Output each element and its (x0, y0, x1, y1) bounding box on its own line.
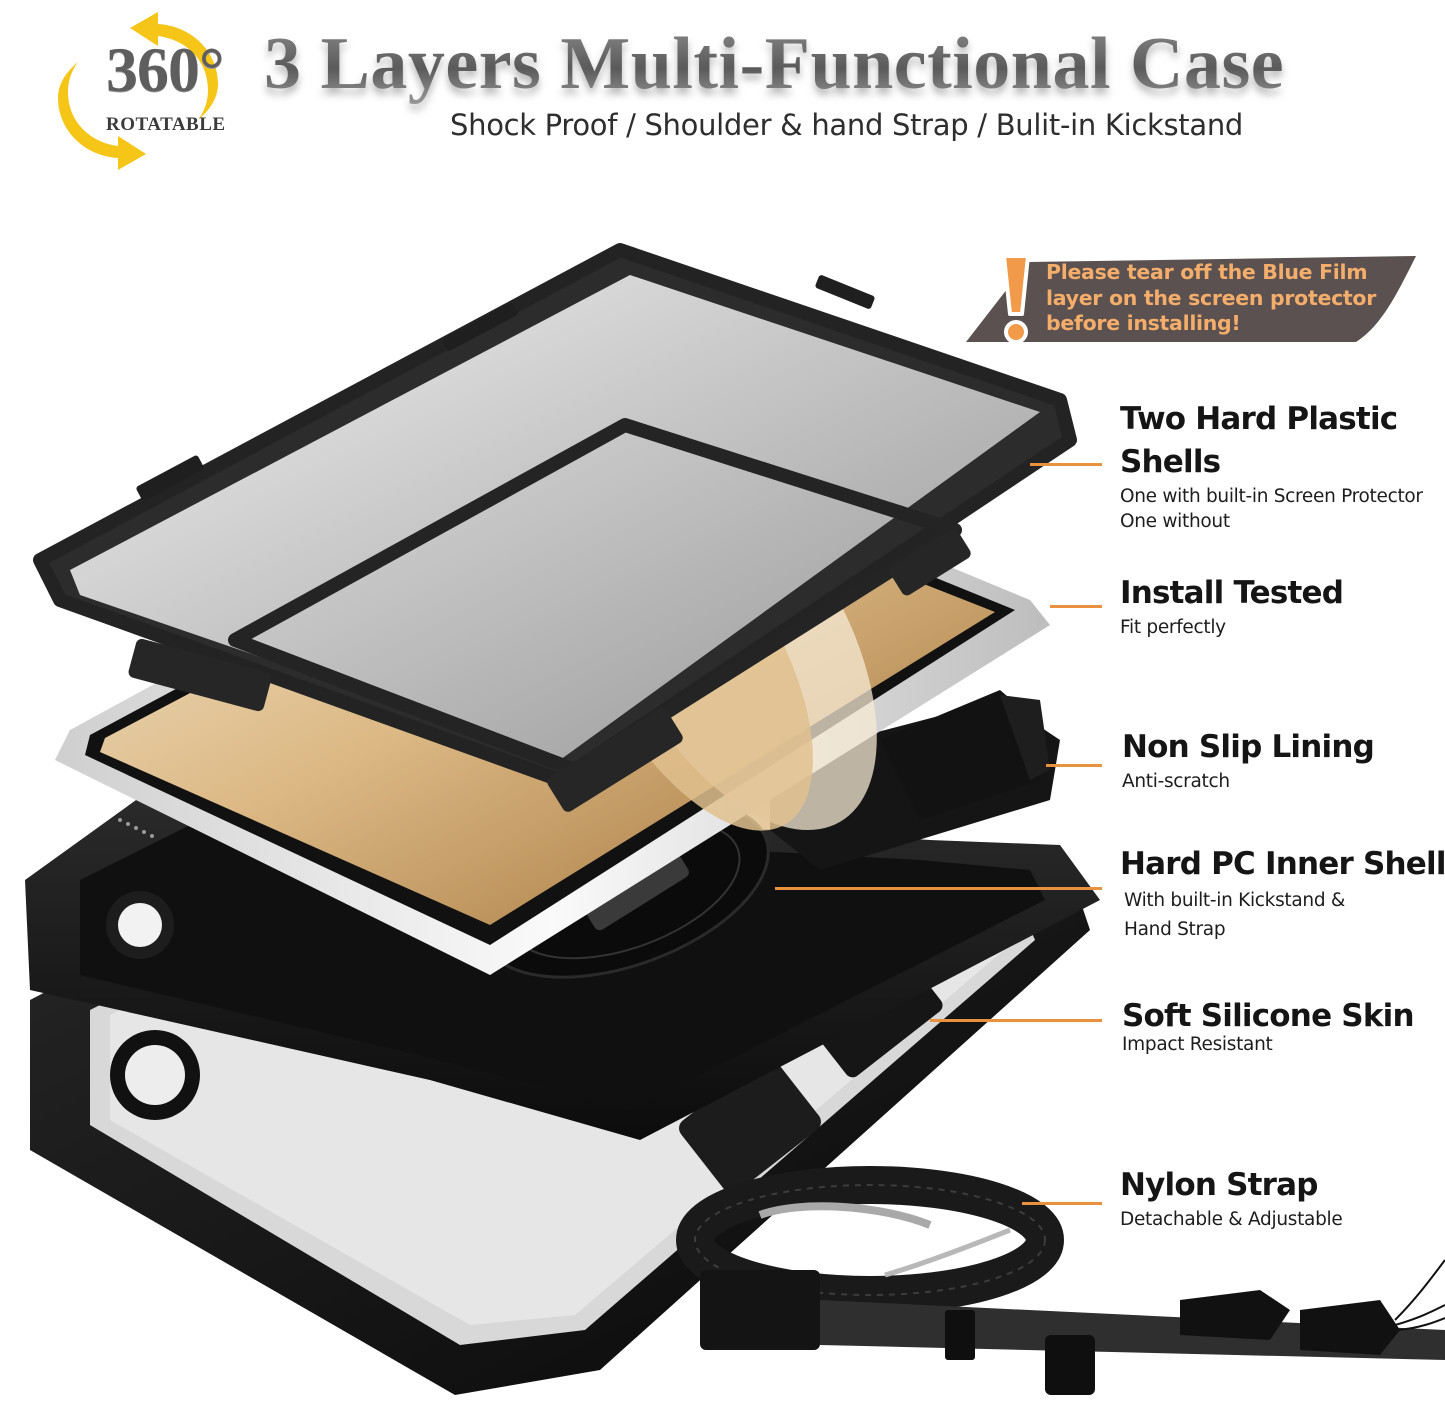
warning-text: Please tear off the Blue Film layer on t… (1046, 260, 1406, 337)
leader-line (775, 887, 1102, 890)
feature-two-hard-plastic-shells: Two Hard Plastic Shells One with built-i… (1120, 398, 1423, 534)
product-exploded-view-image (25, 243, 1445, 1395)
rotate-label: ROTATABLE (106, 114, 226, 135)
leader-line (930, 1019, 1102, 1022)
non-slip-lining-layer (880, 690, 1050, 820)
warning-banner-bg (966, 256, 1416, 342)
feature-title: Nylon Strap (1120, 1167, 1318, 1203)
leader-line (1046, 764, 1102, 767)
feature-desc: With built-in Kickstand & (1124, 890, 1345, 911)
feature-title: Non Slip Lining (1122, 729, 1375, 765)
leader-line (1030, 463, 1102, 466)
front-shell-layer (33, 243, 1077, 812)
warning-line: layer on the screen protector (1046, 285, 1377, 310)
feature-desc: Fit perfectly (1120, 617, 1226, 638)
feature-title: Shells (1120, 444, 1221, 480)
rotatable-360-badge: 360° ROTATABLE (48, 2, 228, 180)
feature-desc: Impact Resistant (1122, 1034, 1273, 1055)
feature-title: Soft Silicone Skin (1122, 998, 1415, 1034)
feature-desc: Anti-scratch (1122, 771, 1230, 792)
nylon-strap (676, 1166, 1445, 1395)
feature-desc: Hand Strap (1124, 919, 1226, 940)
rotate-degrees: 360° (106, 34, 225, 105)
feature-desc: One without (1120, 511, 1230, 532)
page-subtitle: Shock Proof / Shoulder & hand Strap / Bu… (450, 108, 1244, 142)
leader-line (1050, 605, 1102, 608)
feature-title: Hard PC Inner Shell (1120, 846, 1445, 882)
feature-nylon-strap: Nylon Strap Detachable & Adjustable (1120, 1164, 1343, 1232)
feature-hard-pc-inner-shell: Hard PC Inner Shell With built-in Kickst… (1120, 843, 1445, 944)
page-title: 3 Layers Multi-Functional Case (264, 22, 1424, 106)
exclamation-icon (1002, 254, 1030, 344)
rotate-arrows-icon (58, 12, 218, 170)
feature-title: Two Hard Plastic (1120, 401, 1398, 437)
feature-non-slip-lining: Non Slip Lining Anti-scratch (1122, 726, 1375, 794)
feature-install-tested: Install Tested Fit perfectly (1120, 572, 1344, 640)
leader-line (1022, 1202, 1102, 1205)
feature-desc: One with built-in Screen Protector (1120, 486, 1423, 507)
feature-soft-silicone-skin: Soft Silicone Skin Impact Resistant (1122, 995, 1415, 1057)
feature-desc: Detachable & Adjustable (1120, 1209, 1343, 1230)
feature-title: Install Tested (1120, 575, 1344, 611)
warning-banner: Please tear off the Blue Film layer on t… (966, 254, 1416, 344)
warning-line: Please tear off the Blue Film (1046, 260, 1368, 284)
warning-line: before installing! (1046, 311, 1241, 335)
